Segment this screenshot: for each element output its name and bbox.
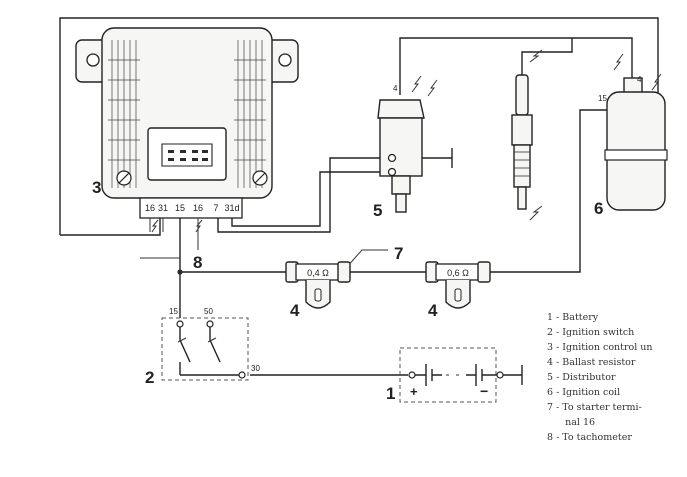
wiring [59, 17, 659, 385]
heat-sink-fins-right [234, 40, 266, 188]
coil-term-4: 4 [637, 75, 642, 84]
battery-cell-1-icon [415, 364, 442, 386]
battery-ground-wire [500, 365, 523, 385]
coil-spark-b-icon [651, 73, 662, 91]
callout-8: 8 [193, 253, 202, 272]
battery-negative-terminal [496, 371, 504, 379]
callout-4b: 4 [428, 301, 438, 320]
coil-clamp [604, 149, 668, 161]
switch-terminal-50 [206, 320, 214, 328]
spark-plug-lead [521, 38, 573, 75]
ignition-switch-housing [161, 317, 249, 381]
spark-plug-top-spark-icon [529, 49, 543, 63]
mount-hole-right-icon [278, 53, 292, 67]
module-term-16b: 16 [193, 203, 203, 213]
mount-hole-left-icon [86, 53, 100, 67]
legend-item-5: 5 - Distributor [547, 372, 616, 383]
connector-pins [168, 150, 208, 161]
callout-6: 6 [594, 199, 603, 218]
junction-dot [177, 269, 183, 275]
module-ground-leads [149, 218, 164, 232]
starter-lead-7 [345, 249, 388, 269]
distributor-term-4: 4 [393, 84, 398, 93]
module-to-distributor-wire-a [217, 157, 385, 233]
callout-3: 3 [92, 178, 101, 197]
module-term-16a: 16 [145, 203, 155, 213]
ignition-switch: 15 50 30 [161, 307, 260, 381]
callout-5: 5 [373, 201, 382, 220]
switch-terminal-15 [176, 320, 184, 328]
spark-plug-insulator [515, 74, 529, 116]
distributor-body [379, 117, 423, 177]
distributor-terminal-b [387, 167, 397, 177]
ballast-resistor-1: 0,4 Ω [285, 261, 351, 309]
legend-item-7: 7 - To starter termi- [547, 402, 642, 413]
legend-item-2: 2 - Ignition switch [547, 327, 634, 338]
switch-terminal-30 [238, 371, 246, 379]
ballast-resistor-2: 0,6 Ω [425, 261, 491, 309]
switch-term-50-label: 50 [204, 307, 213, 316]
module-term-31d: 31d [224, 203, 239, 213]
tach-signal-arrow-a-icon [151, 219, 159, 233]
switch-common-bar [179, 362, 239, 376]
module-term-31: 31 [158, 203, 168, 213]
ignition-coil: 15 4 [598, 53, 668, 211]
distributor-terminal-a [387, 153, 397, 163]
switch-term-30-label: 30 [251, 364, 260, 373]
battery: + − [399, 347, 504, 403]
distributor-cap [377, 99, 425, 119]
switch-contact-marks [177, 337, 217, 343]
legend: 1 - Battery 2 - Ignition switch 3 - Igni… [547, 312, 653, 443]
resistor-2-value: 0,6 Ω [447, 268, 469, 278]
callout-2: 2 [145, 368, 154, 387]
coil-term-15: 15 [598, 94, 607, 103]
module-to-distributor-wire-b [231, 171, 385, 227]
spark-plug-hex [511, 114, 533, 146]
legend-item-8: 8 - To tachometer [547, 432, 632, 443]
spark-plug [511, 49, 543, 221]
legend-item-6: 6 - Ignition coil [547, 387, 620, 398]
distributor-spark-b-icon [427, 79, 438, 97]
legend-item-4: 4 - Ballast resistor [547, 357, 636, 368]
heat-sink-fins-left [108, 40, 140, 188]
tach-signal-arrow-b-icon [195, 219, 203, 233]
battery-minus-sign: − [480, 383, 488, 399]
module-terminal-strip [139, 197, 243, 219]
callout-7: 7 [394, 244, 403, 263]
distributor-shaft-housing [391, 175, 411, 195]
spark-plug-gap-spark-icon [529, 205, 543, 221]
callout-1: 1 [386, 384, 395, 403]
module-term-7: 7 [213, 203, 218, 213]
coil-spark-a-icon [613, 53, 624, 71]
legend-item-3: 3 - Ignition control un [547, 342, 653, 353]
distributor-to-coil-ht-wire [399, 37, 633, 95]
ignition-control-unit: 16 31 15 16 7 31d [75, 27, 299, 250]
distributor-spark-icon [411, 75, 422, 93]
switch-term-15-label: 15 [169, 307, 178, 316]
module-ground-wire [60, 218, 161, 236]
resistor-1-value: 0,4 Ω [307, 268, 329, 278]
module-connector-socket [147, 127, 227, 181]
distributor-shaft [395, 193, 407, 213]
battery-plus-sign: + [410, 384, 418, 399]
spark-plug-thread [513, 144, 531, 188]
legend-item-7-cont: nal 16 [547, 417, 595, 428]
coil-15-to-resistor-wire [490, 109, 607, 273]
battery-cell-2-icon [466, 364, 497, 386]
legend-item-1: 1 - Battery [547, 312, 599, 323]
callout-4a: 4 [290, 301, 300, 320]
outer-wire-loop [59, 17, 659, 235]
module-term-15: 15 [175, 203, 185, 213]
spark-plug-tip [517, 186, 527, 210]
distributor: 4 [377, 75, 438, 213]
switch-contacts [179, 327, 221, 363]
battery-positive-terminal [408, 371, 416, 379]
